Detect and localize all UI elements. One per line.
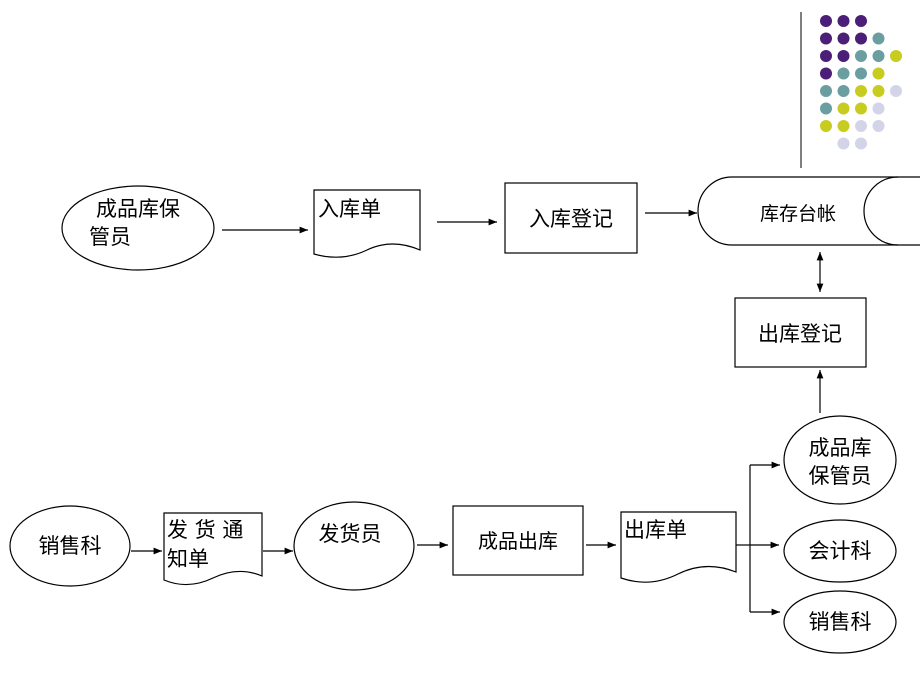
sales-department-label: 销售科 [39, 534, 102, 558]
decoration-dot [820, 85, 832, 97]
warehouse-keeper-label-line2: 管员 [89, 225, 131, 249]
inventory-ledger-node: 库存台帐 [697, 176, 920, 246]
decoration-dot [837, 102, 850, 115]
goods-out-node: 成品出库 [452, 505, 584, 576]
shipping-notice-node: 发 货 通 知单 [163, 512, 263, 586]
issue-document-label: 出库单 [624, 518, 687, 542]
decoration-dot [890, 85, 902, 97]
inbound-register-node: 入库登记 [504, 182, 638, 254]
outbound-register-label: 出库登记 [758, 322, 842, 346]
decoration-dot [872, 85, 885, 97]
decoration-dot [837, 67, 850, 80]
decoration-dot [855, 32, 867, 45]
dest-sales-node: 销售科 [783, 590, 897, 654]
shipper-node: 发货员 [293, 501, 415, 591]
dest-warehouse-keeper-label-line1: 成品库 [809, 436, 872, 460]
decoration-dot [837, 120, 850, 132]
decoration-dot [855, 102, 867, 115]
dest-warehouse-keeper-label-line2: 保管员 [809, 464, 872, 488]
decoration-dot [872, 67, 885, 80]
inbound-register-label: 入库登记 [529, 207, 613, 231]
dest-accounting-node: 会计科 [783, 519, 897, 583]
issue-document-node: 出库单 [620, 511, 737, 583]
decoration-dot [837, 137, 850, 150]
decoration-dot [837, 85, 850, 97]
warehouse-keeper-label-line1: 成品库保 [96, 197, 180, 221]
shipping-notice-label-line1: 发 货 通 [167, 518, 243, 542]
decoration-dot [837, 50, 850, 62]
decoration-dot [855, 67, 867, 80]
decoration-dot [855, 120, 867, 132]
inventory-ledger-label: 库存台帐 [760, 203, 836, 225]
decoration-dot [855, 137, 867, 150]
receipt-document-label: 入库单 [318, 197, 381, 221]
decoration-dot [820, 50, 832, 62]
decoration-dot [890, 50, 902, 62]
outbound-register-node: 出库登记 [734, 297, 867, 368]
dot-grid-decoration-icon [820, 15, 902, 150]
dest-warehouse-keeper-node: 成品库 保管员 [783, 415, 897, 505]
decoration-dot [855, 85, 867, 97]
decoration-dot [872, 32, 885, 45]
sales-department-node: 销售科 [9, 505, 131, 587]
shipping-notice-label-line2: 知单 [167, 547, 209, 571]
decoration-dot [837, 32, 850, 45]
warehouse-keeper-node: 成品库保 管员 [61, 185, 215, 271]
decoration-dot [855, 15, 867, 27]
decoration-dot [820, 67, 832, 80]
dest-accounting-label: 会计科 [809, 539, 872, 563]
distribution-connector [736, 461, 780, 616]
decoration-dot [872, 102, 885, 115]
decoration-dot [837, 15, 850, 27]
decoration-dot [820, 102, 832, 115]
decoration-dot [872, 50, 885, 62]
decoration-dot [872, 120, 885, 132]
goods-out-label: 成品出库 [478, 529, 558, 553]
dest-sales-label: 销售科 [809, 610, 872, 634]
decoration-dot [855, 50, 867, 62]
receipt-document-node: 入库单 [313, 189, 421, 258]
decoration-dot [820, 15, 832, 27]
decoration-dot [820, 32, 832, 45]
shipper-label: 发货员 [319, 522, 382, 546]
decoration-dot [820, 120, 832, 132]
